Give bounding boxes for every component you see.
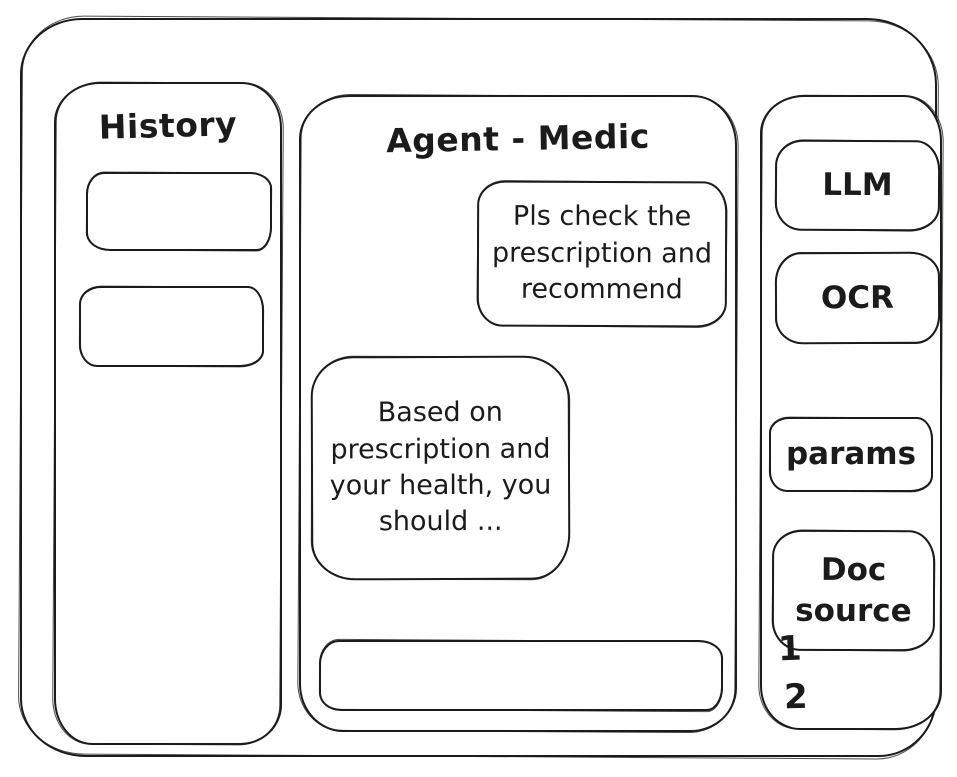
chat-message-assistant: Based on prescription and your health, y…: [310, 355, 571, 581]
chat-panel: Agent - Medic Pls check the prescription…: [299, 95, 737, 732]
history-panel: History: [54, 82, 282, 745]
message-input-box: [319, 640, 723, 711]
doc-source-item[interactable]: 2: [783, 676, 809, 718]
history-item[interactable]: [79, 286, 264, 367]
chat-message-user: Pls check the prescription and recommend: [476, 180, 728, 328]
app-frame: History Agent - Medic Pls check the pres…: [20, 18, 942, 757]
params-button[interactable]: params: [769, 417, 933, 492]
chat-panel-title: Agent - Medic: [385, 116, 651, 161]
doc-source-item[interactable]: 1: [777, 628, 803, 670]
history-panel-title: History: [98, 104, 238, 147]
message-input[interactable]: [321, 642, 721, 709]
llm-button[interactable]: LLM: [774, 139, 941, 232]
ocr-button[interactable]: OCR: [774, 251, 941, 345]
history-item[interactable]: [86, 172, 272, 251]
tools-panel: LLM OCR params Doc source 1 2: [760, 95, 942, 730]
